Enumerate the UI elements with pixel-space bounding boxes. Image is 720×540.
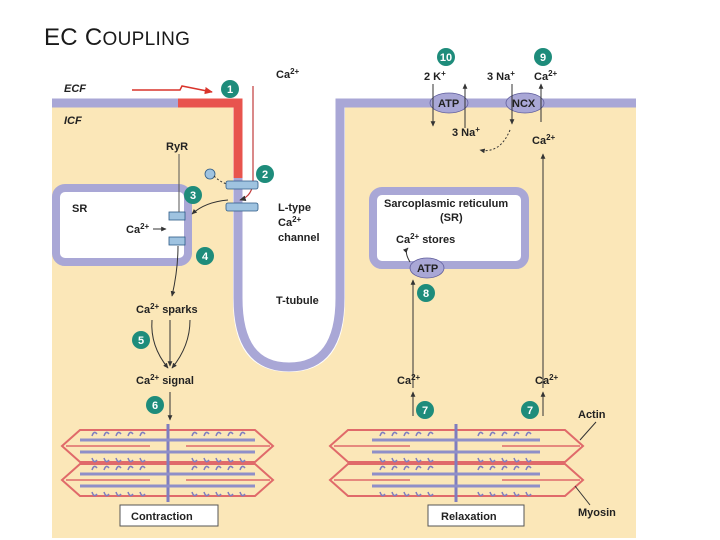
ca-influx-arrow: [239, 86, 254, 202]
ca-stores-label: Ca2+stores: [396, 232, 455, 246]
svg-text:10: 10: [440, 52, 452, 64]
ca-efflux-label: Ca2+: [532, 133, 556, 147]
step-8: 8: [417, 284, 435, 302]
signal-arrow-right: [171, 319, 191, 369]
na-k-atpase: [429, 92, 469, 114]
step-7-right: 7: [521, 401, 539, 419]
svg-text:1: 1: [227, 84, 233, 96]
ryr-label: RyR: [166, 141, 188, 153]
k-label: 2 K+: [424, 69, 446, 83]
step-1: 1: [221, 80, 239, 98]
svg-text:9: 9: [540, 52, 546, 64]
slide-title-first: EC C: [44, 24, 103, 51]
ltype-label-3: channel: [278, 232, 320, 244]
actin-pointer: [579, 421, 597, 441]
ltype-channel-bottom: [225, 202, 259, 212]
myosin-pointer: [574, 485, 591, 506]
ca-relax-right-label: Ca2+: [535, 373, 559, 387]
na-bottom-label: 3 Na+: [452, 125, 480, 139]
ca-sr-label: Ca2+: [126, 222, 150, 236]
svg-text:5: 5: [138, 335, 144, 347]
ca-signal-label: Ca2+signal: [136, 373, 194, 387]
step-3: 3: [184, 186, 202, 204]
signal-arrow-left: [151, 319, 169, 369]
ryr-channel-top: [168, 211, 186, 221]
step-2: 2: [256, 165, 274, 183]
cicr-arrow: [191, 199, 229, 215]
svg-text:7: 7: [422, 405, 428, 417]
ryr-channel-bottom: [168, 236, 186, 246]
svg-text:4: 4: [202, 251, 209, 263]
slide-title: EC COUPLING: [44, 24, 190, 52]
ca-ecf-label: Ca2+: [276, 67, 300, 81]
serca-atp-label: ATP: [417, 263, 438, 275]
ttubule-label: T-tubule: [276, 295, 319, 307]
sparks-arrow: [170, 245, 179, 297]
sarcomere-contraction: [60, 424, 275, 502]
sr-box-label-1: Sarcoplasmic reticulum: [384, 198, 508, 210]
step-4: 4: [196, 247, 214, 265]
sr-box-label-2: (SR): [440, 212, 463, 224]
serca-atp-pump: [409, 257, 445, 279]
ca-top-label: Ca2+: [534, 69, 558, 83]
ncx-label: NCX: [512, 98, 536, 110]
step-10: 10: [437, 48, 455, 66]
ltype-label-2: Ca2+: [278, 215, 302, 229]
relaxation-label: Relaxation: [441, 511, 497, 523]
svg-text:3: 3: [190, 190, 196, 202]
na-top-label: 3 Na+: [487, 69, 515, 83]
ecf-label: ECF: [64, 83, 86, 95]
step-6: 6: [146, 396, 164, 414]
na-k-atp-label: ATP: [438, 98, 459, 110]
ca-relax-left-label: Ca2+: [397, 373, 421, 387]
ca-ion: [204, 168, 216, 180]
step-7-left: 7: [416, 401, 434, 419]
svg-text:8: 8: [423, 288, 429, 300]
svg-text:7: 7: [527, 405, 533, 417]
ca-sparks-label: Ca2+sparks: [136, 302, 198, 316]
ltype-channel-top: [225, 180, 259, 190]
na-recycle-arrow: [479, 129, 511, 154]
sarcomere-relaxation: [328, 424, 585, 502]
svg-text:6: 6: [152, 400, 158, 412]
sr-right: [369, 187, 529, 269]
sr-left-label: SR: [72, 203, 87, 215]
relaxation-box: [427, 504, 525, 527]
ncx-exchanger: [505, 92, 545, 114]
step-5: 5: [132, 331, 150, 349]
ca-ion-path: [213, 175, 228, 185]
icf-label: ICF: [64, 115, 82, 127]
contraction-box: [119, 504, 219, 527]
sarcolemma-membrane: [52, 98, 636, 372]
step-9: 9: [534, 48, 552, 66]
contraction-label: Contraction: [131, 511, 193, 523]
depolarization-wave: [178, 98, 243, 178]
ltype-label-1: L-type: [278, 202, 311, 214]
sr-left: [52, 184, 192, 266]
sr-store-arrow: [402, 247, 411, 263]
ecf-region: [52, 75, 636, 102]
svg-text:2: 2: [262, 169, 268, 181]
myosin-label: Myosin: [578, 507, 616, 519]
action-potential-arrow: [132, 85, 213, 95]
slide-title-rest: OUPLING: [102, 29, 191, 50]
actin-label: Actin: [578, 409, 606, 421]
